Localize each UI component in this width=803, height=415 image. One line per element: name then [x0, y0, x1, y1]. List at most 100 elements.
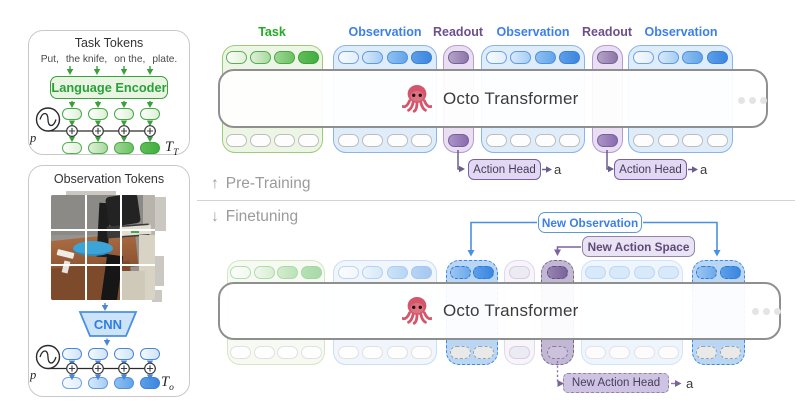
token-pill [88, 108, 108, 120]
embedding-pill [534, 134, 556, 147]
embedding-pill [337, 134, 359, 147]
language-encoder-box: Language Encoder [50, 76, 168, 99]
embedding-pill [720, 346, 741, 359]
octopus-emoji [402, 84, 432, 113]
token-pill [114, 108, 134, 120]
token-pill [337, 51, 359, 64]
token-pill [274, 51, 295, 64]
sentence-segment: on the, [114, 54, 146, 65]
down-arrow-icon: ↓ [211, 208, 219, 225]
embedding-pill [485, 134, 507, 147]
embedding-pill [226, 134, 247, 147]
token-pill [411, 51, 433, 64]
embedding-pill [585, 346, 607, 359]
octopus-emoji [402, 296, 432, 325]
token-pill [140, 348, 160, 360]
token-pill [657, 51, 679, 64]
embedding-pill [337, 346, 359, 359]
token-pill [253, 266, 275, 279]
embedding-pill [682, 134, 704, 147]
column-label-readout: Readout [433, 25, 483, 39]
task-tokenset-label: TT [165, 139, 179, 158]
action-output-label: a [700, 162, 708, 177]
token-pill [632, 51, 654, 64]
embedding-pill [707, 134, 729, 147]
camera-observation-image [51, 195, 155, 300]
token-pill [114, 348, 134, 360]
token-pill [597, 51, 618, 64]
embedding-pill [657, 346, 679, 359]
obs-tokenset-label: To [161, 374, 174, 393]
embedding-pill [253, 346, 275, 359]
up-arrow-icon: ↑ [211, 175, 219, 192]
embedding-pill [559, 134, 581, 147]
token-pill [300, 266, 322, 279]
embedding-pill [509, 346, 530, 359]
token-group-readout [592, 45, 623, 153]
token-pill [140, 108, 160, 120]
photo-patch [152, 256, 164, 286]
embedding-pill [230, 346, 252, 359]
token-pill [386, 51, 408, 64]
embedding-pill [386, 346, 408, 359]
embedding-pill [449, 346, 471, 359]
token-pill [449, 266, 471, 279]
token-pill [114, 377, 134, 389]
action-head-box: Action Head [614, 159, 687, 180]
token-pill [510, 51, 532, 64]
token-pill [140, 377, 160, 389]
patch-grid-line [51, 228, 155, 231]
token-pill [534, 51, 556, 64]
action-output-label: a [686, 375, 694, 391]
obs-token-row-2 [62, 377, 160, 389]
task-token-row-2 [62, 142, 160, 154]
token-pill [682, 51, 704, 64]
token-pill [609, 266, 631, 279]
embedding-pill [362, 134, 384, 147]
column-label-observation: Observation [644, 25, 718, 39]
embedding-pill [298, 134, 319, 147]
embedding-pill [510, 134, 532, 147]
embedding-pill [411, 134, 433, 147]
photo-robot-body [105, 195, 141, 228]
embedding-pill [473, 346, 495, 359]
patch-grid-line [84, 195, 87, 300]
task-token-row-1 [62, 108, 160, 120]
token-pill [362, 266, 384, 279]
token-pill [88, 348, 108, 360]
photo-cart-leg [121, 271, 145, 300]
embedding-pill [277, 346, 299, 359]
token-pill [88, 377, 108, 389]
readout-embedding-pill [597, 134, 618, 147]
token-pill [140, 142, 160, 154]
token-pill [559, 51, 581, 64]
embedding-pill [411, 346, 433, 359]
action-head-box: Action Head [468, 159, 541, 180]
token-pill [62, 142, 82, 154]
token-pill [386, 266, 408, 279]
task-tokens-title: Task Tokens [74, 36, 144, 50]
token-pill [337, 266, 359, 279]
column-label-observation: Observation [348, 25, 422, 39]
transformer-title: Octo Transformer [443, 88, 579, 108]
token-pill [62, 377, 82, 389]
task-sentence: Put, the knife, on the, plate. [28, 54, 190, 65]
finetuning-section-label: ↓ Finetuning [211, 208, 299, 225]
token-pill [707, 51, 729, 64]
sentence-segment: the knife, [65, 54, 108, 65]
new-action-head-box: New Action Head [563, 373, 669, 393]
embedding-pill [362, 346, 384, 359]
photo-blue-plate [73, 241, 113, 256]
embedding-pill [632, 134, 654, 147]
token-pill [250, 51, 271, 64]
column-label-observation: Observation [496, 25, 570, 39]
token-pill [547, 266, 568, 279]
observation-tokens-title: Observation Tokens [53, 172, 165, 186]
token-pill [696, 266, 717, 279]
new-observation-tag: New Observation [538, 212, 642, 233]
octo-transformer-box: Octo Transformer [218, 282, 781, 340]
token-pill [88, 142, 108, 154]
ellipsis-icon [738, 97, 767, 104]
column-label-readout: Readout [582, 25, 632, 39]
